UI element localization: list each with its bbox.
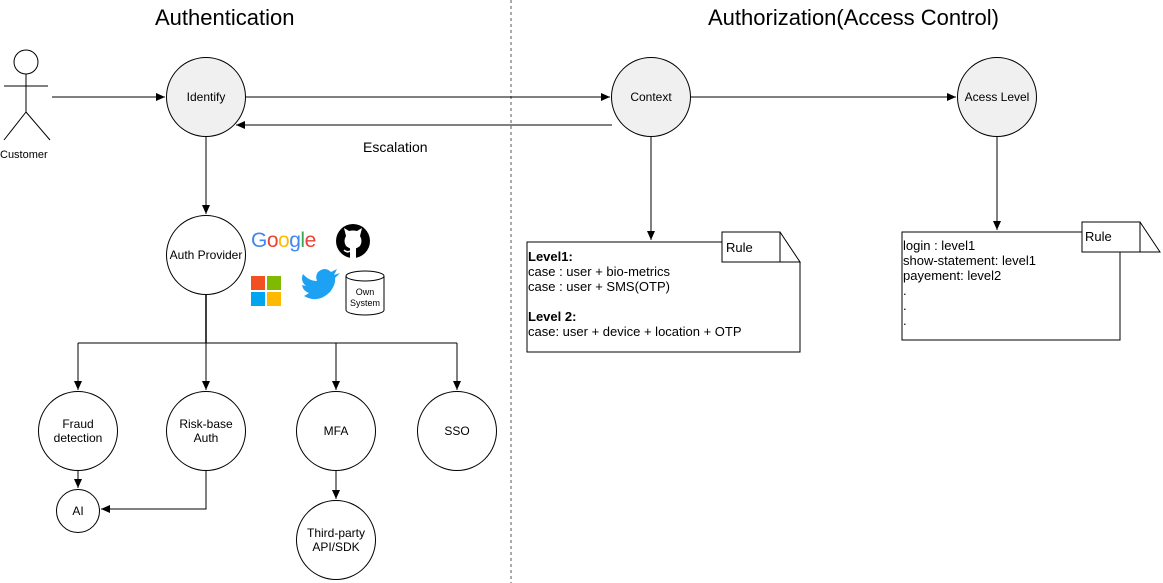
mfa-node: MFA bbox=[296, 391, 376, 471]
ai-node: AI bbox=[56, 489, 100, 533]
level2-line-1: case: user + device + location + OTP bbox=[528, 324, 742, 339]
auth-provider-node: Auth Provider bbox=[166, 215, 246, 295]
level1-line-2: case : user + SMS(OTP) bbox=[528, 279, 670, 294]
identify-label: Identify bbox=[186, 90, 226, 104]
level2-title: Level 2: bbox=[528, 309, 577, 324]
twitter-icon bbox=[302, 269, 340, 300]
access-level-node: Acess Level bbox=[957, 57, 1037, 137]
ai-label: AI bbox=[72, 504, 84, 518]
risk-based-auth-line-1: Risk-base bbox=[179, 417, 233, 431]
access-line-5: . bbox=[903, 298, 907, 313]
access-line-1: login : level1 bbox=[903, 238, 976, 253]
rule-tag-access: Rule bbox=[1085, 229, 1112, 244]
context-node: Context bbox=[611, 57, 691, 137]
access-line-2: show-statement: level1 bbox=[903, 253, 1036, 268]
google-letter: l bbox=[300, 229, 305, 252]
level1-title: Level1: bbox=[528, 249, 573, 264]
third-party-line-1: Third-party bbox=[306, 526, 365, 540]
rule-note-access bbox=[901, 231, 1121, 341]
own-system-line-1: Own bbox=[355, 287, 375, 297]
sso-node: SSO bbox=[417, 391, 497, 471]
google-letter: o bbox=[278, 229, 290, 252]
context-label: Context bbox=[630, 90, 672, 104]
escalation-label: Escalation bbox=[363, 139, 428, 155]
own-system-label: Own System bbox=[346, 287, 384, 309]
microsoft-icon bbox=[251, 276, 281, 306]
rule-note-access-body: login : level1 show-statement: level1 pa… bbox=[903, 238, 1036, 328]
access-line-4: . bbox=[903, 283, 907, 298]
fraud-detection-line-2: detection bbox=[53, 431, 103, 445]
third-party-line-2: API/SDK bbox=[312, 540, 360, 554]
own-system-line-2: System bbox=[349, 298, 380, 308]
level1-line-1: case : user + bio-metrics bbox=[528, 264, 670, 279]
google-letter: e bbox=[304, 229, 317, 252]
fraud-detection-line-1: Fraud bbox=[62, 417, 94, 431]
access-line-3: payement: level2 bbox=[903, 268, 1002, 283]
google-letter: o bbox=[266, 229, 279, 252]
access-line-6: . bbox=[903, 313, 907, 328]
customer-label: Customer bbox=[0, 149, 48, 161]
auth-provider-label: Auth Provider bbox=[169, 248, 243, 262]
google-letter: g bbox=[289, 229, 301, 252]
risk-based-auth-line-2: Auth bbox=[193, 431, 219, 445]
edge-risk-ai bbox=[101, 471, 207, 513]
mfa-label: MFA bbox=[323, 424, 349, 438]
customer-actor-icon bbox=[3, 49, 51, 141]
google-letter: G bbox=[251, 229, 267, 252]
rule-tag-context: Rule bbox=[726, 240, 753, 255]
own-system-icon bbox=[345, 270, 385, 316]
sso-label: SSO bbox=[444, 424, 470, 438]
google-icon: Google bbox=[251, 229, 316, 253]
google-wordmark: Google bbox=[251, 229, 316, 252]
identify-node: Identify bbox=[166, 57, 246, 137]
github-icon bbox=[336, 224, 370, 258]
authentication-title: Authentication bbox=[155, 5, 295, 30]
authorization-title: Authorization(Access Control) bbox=[708, 5, 1000, 30]
rule-note-context-body: Level1: case : user + bio-metrics case :… bbox=[528, 249, 742, 339]
access-level-label: Acess Level bbox=[964, 90, 1030, 104]
